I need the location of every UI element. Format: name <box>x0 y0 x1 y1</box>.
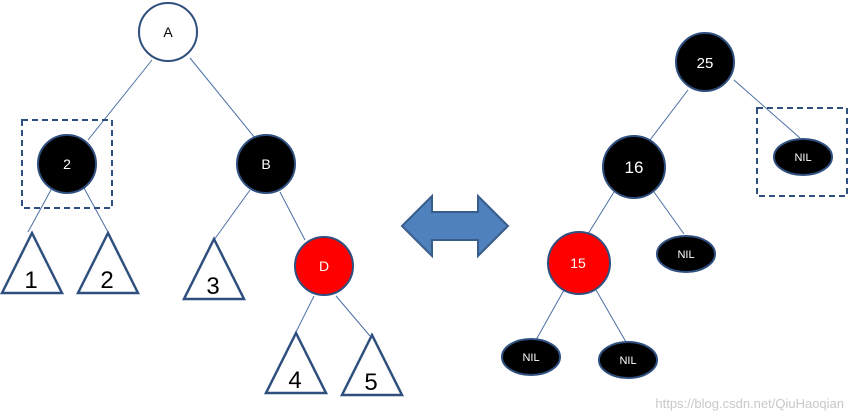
right-tree-edges <box>535 79 801 343</box>
subtree-2: 2 <box>75 230 141 295</box>
node-b-label: B <box>261 156 270 172</box>
edge-a-2 <box>87 59 153 141</box>
edge-2-sub1 <box>27 187 53 233</box>
edge-b-d <box>279 191 306 241</box>
edge-25-16 <box>649 89 689 141</box>
node-16-label: 16 <box>625 158 644 177</box>
edge-2-sub2 <box>83 187 109 233</box>
subtree-4: 4 <box>263 330 329 395</box>
nil-leaf-15-right-label: NIL <box>619 355 636 367</box>
node-a-label: A <box>163 24 173 40</box>
nil-leaf-15-right: NIL <box>598 341 658 379</box>
edge-16-15 <box>587 191 615 235</box>
node-2-label: 2 <box>63 156 71 172</box>
node-d: D <box>294 236 354 296</box>
node-25: 25 <box>675 32 735 92</box>
subtree-2-label: 2 <box>100 267 113 294</box>
subtree-3: 3 <box>181 236 247 301</box>
nil-leaf-16-right-label: NIL <box>677 249 694 261</box>
double-arrow-icon <box>400 193 510 259</box>
node-b: B <box>236 134 296 194</box>
node-15: 15 <box>547 231 611 295</box>
node-2: 2 <box>37 134 97 194</box>
subtree-1-label: 1 <box>24 267 37 294</box>
nil-leaf-right-top: NIL <box>773 138 833 176</box>
nil-leaf-15-left-label: NIL <box>522 352 539 364</box>
edge-d-sub5 <box>335 295 371 337</box>
subtree-5-label: 5 <box>364 369 377 396</box>
node-25-label: 25 <box>697 55 714 72</box>
left-tree-edges <box>27 57 371 337</box>
highlight-box-right <box>756 107 848 197</box>
subtree-5: 5 <box>339 332 405 397</box>
nil-leaf-16-right: NIL <box>656 235 716 273</box>
subtree-4-label: 4 <box>288 367 301 394</box>
nil-leaf-right-top-label: NIL <box>794 152 811 164</box>
node-d-label: D <box>319 258 329 274</box>
subtree-3-label: 3 <box>206 273 219 300</box>
edge-d-sub4 <box>295 295 315 333</box>
edge-16-nil <box>653 191 685 235</box>
edge-b-sub3 <box>213 189 251 241</box>
edge-15-nil-right <box>595 289 627 343</box>
nil-leaf-15-left: NIL <box>501 338 561 376</box>
node-16: 16 <box>602 135 666 199</box>
node-15-label: 15 <box>570 255 586 271</box>
highlight-box-left <box>21 119 113 209</box>
edge-a-b <box>189 57 256 139</box>
subtree-1: 1 <box>0 230 65 295</box>
watermark-text: https://blog.csdn.net/QiuHaoqian <box>655 396 844 411</box>
edge-15-nil-left <box>535 289 565 341</box>
node-a: A <box>138 2 198 62</box>
